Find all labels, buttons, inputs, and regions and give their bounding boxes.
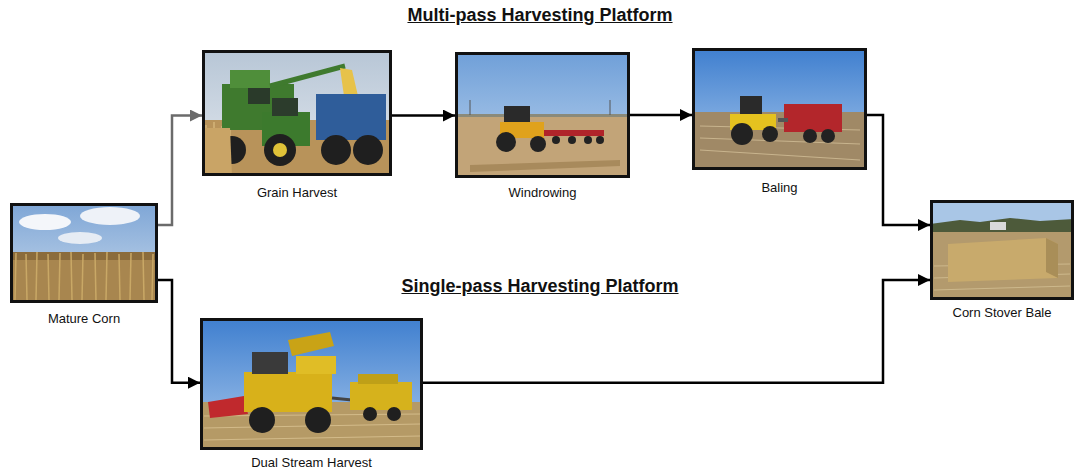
step-caption: Corn Stover Bale	[930, 305, 1074, 320]
windrowing-photo	[455, 52, 630, 178]
step-caption: Mature Corn	[10, 311, 158, 326]
photo-frame: Baling	[692, 48, 867, 170]
flow-arrow	[158, 116, 202, 225]
flow-arrow	[867, 115, 930, 225]
platform-heading: Multi-pass Harvesting Platform	[407, 5, 672, 26]
step-caption: Windrowing	[455, 185, 630, 200]
stover-bale-photo	[930, 200, 1074, 300]
grain-harvest-photo	[202, 50, 392, 176]
photo-frame: Mature Corn	[10, 203, 158, 303]
flow-arrow	[630, 114, 692, 117]
flow-arrow	[158, 280, 200, 383]
platform-heading: Single-pass Harvesting Platform	[401, 276, 678, 297]
photo-frame: Corn Stover Bale	[930, 200, 1074, 300]
photo-frame: Dual Stream Harvest	[200, 318, 423, 450]
baling-photo	[692, 48, 867, 170]
step-caption: Dual Stream Harvest	[200, 455, 423, 470]
photo-frame: Grain Harvest	[202, 50, 392, 176]
photo-frame: Windrowing	[455, 52, 630, 178]
dual-stream-harvest-photo	[200, 318, 423, 450]
step-caption: Baling	[692, 180, 867, 195]
step-caption: Grain Harvest	[202, 185, 392, 200]
mature-corn-photo	[10, 203, 158, 303]
flow-arrow	[392, 114, 455, 117]
